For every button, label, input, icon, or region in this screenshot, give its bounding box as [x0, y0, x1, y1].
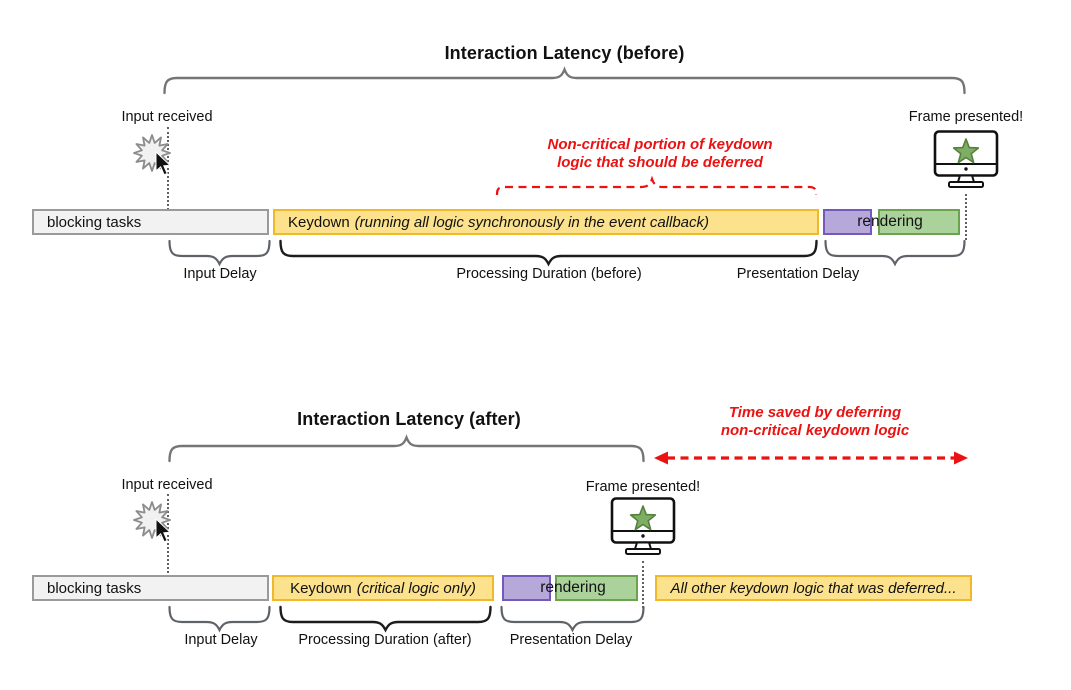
after-deferred-bar: All other keydown logic that was deferre… [655, 575, 972, 601]
after-input-delay-brace-icon [168, 605, 271, 633]
before-processing-brace-icon [279, 239, 818, 267]
before-keydown-label: Keydown [288, 213, 350, 231]
after-keydown-bar: Keydown (critical logic only) [272, 575, 494, 601]
after-keydown-detail: (critical logic only) [356, 579, 476, 597]
after-click-burst-icon [133, 501, 172, 543]
before-rendering-label: rendering [857, 213, 923, 230]
before-click-burst-icon [133, 134, 172, 176]
before-frame-dotted-line [965, 194, 967, 240]
before-deferred-dashed-brace-icon [495, 175, 818, 196]
after-input-dotted-line [167, 494, 169, 577]
after-title: Interaction Latency (after) [297, 409, 521, 429]
before-paint-bar [823, 209, 872, 235]
after-frame-dotted-line [642, 561, 644, 608]
after-blocking-tasks-label: blocking tasks [47, 579, 142, 597]
after-deferred-label: All other keydown logic that was deferre… [670, 579, 957, 597]
after-presentation-brace-icon [500, 605, 645, 633]
before-presentation-brace-icon [824, 239, 966, 267]
before-input-dotted-line [167, 127, 169, 210]
before-annotation: Non-critical portion of keydown logic th… [510, 136, 810, 172]
before-processing-label: Processing Duration (before) [456, 266, 642, 282]
before-input-received-label: Input received [121, 109, 213, 125]
before-title: Interaction Latency (before) [444, 43, 685, 63]
after-presentation-label: Presentation Delay [509, 632, 633, 648]
before-frame-presented-label: Frame presented! [908, 109, 1024, 125]
after-processing-label: Processing Duration (after) [298, 632, 472, 648]
after-rendering-bar [555, 575, 638, 601]
after-processing-brace-icon [279, 605, 492, 633]
before-blocking-tasks-label: blocking tasks [47, 213, 142, 231]
after-annotation: Time saved by deferring non-critical key… [665, 404, 965, 440]
before-keydown-bar: Keydown (running all logic synchronously… [273, 209, 819, 235]
after-rendering-label: rendering [540, 579, 606, 596]
after-input-delay-label: Input Delay [184, 632, 258, 648]
after-time-saved-arrow-icon [654, 451, 968, 465]
after-paint-bar [502, 575, 551, 601]
before-input-delay-brace-icon [168, 239, 271, 267]
after-blocking-tasks-bar: blocking tasks [32, 575, 269, 601]
before-rendering-bar [878, 209, 960, 235]
before-monitor-star-icon [933, 130, 999, 188]
after-input-received-label: Input received [121, 477, 213, 493]
after-frame-presented-label: Frame presented! [585, 479, 701, 495]
after-annotation-line1: Time saved by deferring [728, 404, 902, 421]
before-annotation-line1: Non-critical portion of keydown [547, 136, 773, 153]
after-main-brace-icon [168, 434, 645, 463]
before-keydown-detail: (running all logic synchronously in the … [354, 213, 710, 231]
before-presentation-label: Presentation Delay [736, 266, 860, 282]
before-main-brace-icon [163, 66, 966, 95]
after-annotation-line2: non-critical keydown logic [720, 422, 910, 439]
before-blocking-tasks-bar: blocking tasks [32, 209, 269, 235]
after-keydown-label: Keydown [290, 579, 352, 597]
after-monitor-star-icon [610, 497, 676, 555]
before-input-delay-label: Input Delay [183, 266, 257, 282]
before-annotation-line2: logic that should be deferred [557, 154, 763, 171]
